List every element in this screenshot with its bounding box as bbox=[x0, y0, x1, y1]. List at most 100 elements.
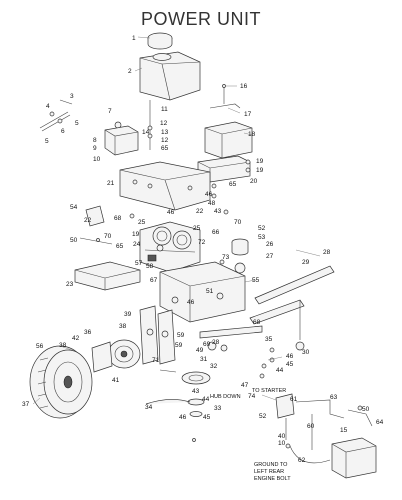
callout-54: 54 bbox=[70, 204, 78, 211]
upper-frame bbox=[119, 161, 211, 211]
leader-lines bbox=[32, 36, 321, 405]
callout-10a: 10 bbox=[93, 156, 101, 163]
pump-plates bbox=[139, 305, 176, 365]
callout-65b: 65 bbox=[229, 181, 237, 188]
callout-44a: 44 bbox=[276, 367, 284, 374]
callout-38a: 38 bbox=[59, 342, 67, 349]
callout-73: 73 bbox=[222, 254, 230, 261]
callout-57: 57 bbox=[135, 260, 143, 267]
note-hub-down: HUB DOWN bbox=[210, 394, 241, 400]
callout-68a: 68 bbox=[114, 215, 122, 222]
callout-8: 8 bbox=[93, 137, 97, 144]
callout-62: 62 bbox=[298, 457, 306, 464]
callout-55: 55 bbox=[252, 277, 260, 284]
callout-44b: 44 bbox=[202, 396, 210, 403]
lower-frame bbox=[159, 261, 246, 323]
wheel-hub bbox=[91, 339, 141, 373]
callout-65c: 65 bbox=[116, 243, 124, 250]
callout-64: 64 bbox=[376, 419, 384, 426]
ground-wire bbox=[285, 443, 331, 464]
note-ground-line-1: GROUND TO bbox=[254, 462, 288, 468]
callout-46a: 46 bbox=[205, 191, 213, 198]
callout-51: 51 bbox=[206, 288, 214, 295]
callout-45a: 45 bbox=[286, 361, 294, 368]
callout-36: 36 bbox=[84, 329, 92, 336]
callout-37: 37 bbox=[22, 401, 30, 408]
callout-28b: 28 bbox=[212, 339, 220, 346]
callout-46e: 46 bbox=[179, 414, 187, 421]
callout-59a: 59 bbox=[177, 332, 185, 339]
callout-16: 16 bbox=[240, 83, 248, 90]
callout-15: 15 bbox=[340, 427, 348, 434]
callout-12b: 12 bbox=[161, 137, 169, 144]
callout-56: 56 bbox=[36, 343, 44, 350]
callout-39: 39 bbox=[124, 311, 132, 318]
callout-33: 33 bbox=[214, 405, 222, 412]
callout-34: 34 bbox=[145, 404, 153, 411]
filter-assembly bbox=[209, 238, 249, 274]
callout-29: 29 bbox=[302, 259, 310, 266]
callout-11: 11 bbox=[161, 106, 168, 113]
callout-52b: 52 bbox=[259, 413, 267, 420]
filter-bracket bbox=[104, 100, 153, 156]
callout-46b: 46 bbox=[167, 209, 175, 216]
callout-23: 23 bbox=[66, 281, 74, 288]
callout-46c: 46 bbox=[187, 299, 195, 306]
callout-74: 74 bbox=[248, 393, 256, 400]
callout-19b: 19 bbox=[256, 167, 264, 174]
callout-67: 67 bbox=[150, 277, 158, 284]
callout-20: 20 bbox=[250, 178, 258, 185]
callout-13: 13 bbox=[161, 129, 169, 136]
callout-26: 26 bbox=[266, 241, 274, 248]
callout-7: 7 bbox=[108, 108, 112, 115]
callout-32: 32 bbox=[210, 363, 218, 370]
battery-lower bbox=[331, 409, 377, 479]
note-ground-line-3: ENGINE BOLT bbox=[254, 476, 291, 482]
callout-66: 66 bbox=[212, 229, 220, 236]
callout-21: 21 bbox=[107, 180, 115, 187]
callout-61: 61 bbox=[290, 396, 298, 403]
callout-38b: 38 bbox=[119, 323, 127, 330]
caster-hub bbox=[145, 369, 211, 417]
callout-50b: 50 bbox=[362, 406, 370, 413]
callout-63: 63 bbox=[330, 394, 338, 401]
callout-31: 31 bbox=[200, 356, 208, 363]
callout-43a: 43 bbox=[214, 208, 222, 215]
callout-42: 42 bbox=[72, 335, 80, 342]
callout-46d: 46 bbox=[286, 353, 294, 360]
callout-35: 35 bbox=[265, 336, 273, 343]
page-title: POWER UNIT bbox=[141, 9, 261, 29]
callout-10b: 10 bbox=[278, 440, 286, 447]
callout-60: 60 bbox=[307, 423, 315, 430]
callout-6: 6 bbox=[61, 128, 65, 135]
callout-48: 48 bbox=[208, 200, 216, 207]
callout-19c: 19 bbox=[132, 231, 140, 238]
callout-12a: 12 bbox=[160, 120, 168, 127]
callout-53: 53 bbox=[258, 234, 266, 241]
callout-52a: 52 bbox=[258, 225, 266, 232]
note-to-starter: TO STARTER bbox=[252, 388, 286, 394]
rear-axle bbox=[249, 265, 335, 351]
callout-70b: 70 bbox=[234, 219, 242, 226]
callout-58: 58 bbox=[146, 263, 154, 270]
callout-72: 72 bbox=[198, 239, 206, 246]
callout-30: 30 bbox=[302, 349, 310, 356]
callout-25a: 25 bbox=[138, 219, 146, 226]
callout-17: 17 bbox=[244, 111, 252, 118]
callout-40: 40 bbox=[278, 433, 286, 440]
drive-wheel bbox=[29, 345, 93, 419]
callout-71: 71 bbox=[152, 357, 160, 364]
callout-65a: 65 bbox=[161, 145, 169, 152]
callout-43b: 43 bbox=[192, 388, 200, 395]
fasteners bbox=[96, 159, 363, 442]
callout-49: 49 bbox=[196, 347, 204, 354]
callout-27: 27 bbox=[266, 253, 274, 260]
mount-bracket-left bbox=[79, 205, 113, 245]
callout-9: 9 bbox=[93, 145, 97, 152]
callout-1: 1 bbox=[132, 35, 136, 42]
callout-2: 2 bbox=[128, 68, 132, 75]
callout-68b: 68 bbox=[253, 319, 261, 326]
fuel-line-parts bbox=[39, 99, 122, 132]
callout-41: 41 bbox=[112, 377, 120, 384]
callout-47: 47 bbox=[241, 382, 249, 389]
